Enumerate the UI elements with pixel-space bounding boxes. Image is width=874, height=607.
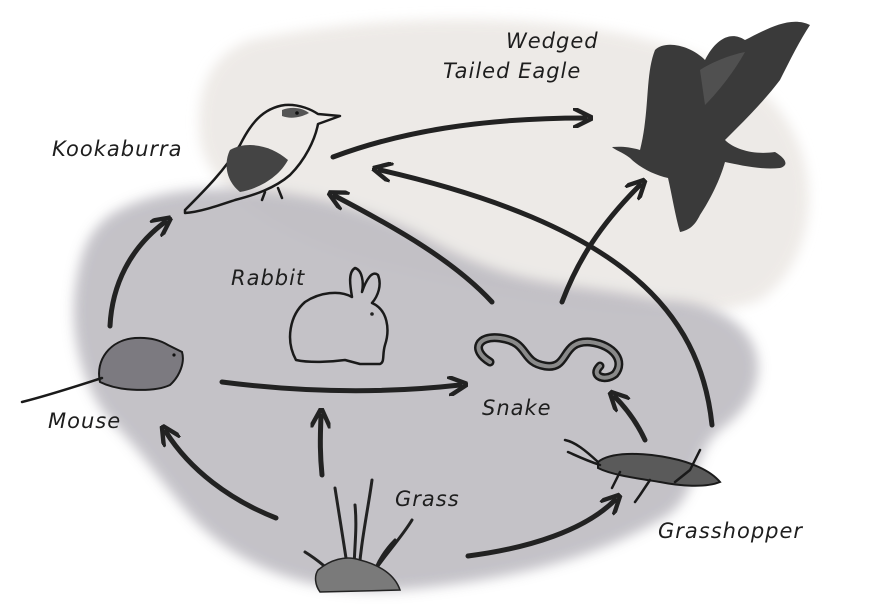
label-kookaburra: Kookaburra — [52, 137, 183, 161]
label-rabbit: Rabbit — [231, 266, 305, 290]
label-grass: Grass — [395, 487, 460, 511]
label-snake: Snake — [482, 396, 552, 420]
label-mouse: Mouse — [48, 409, 121, 433]
label-grasshopper: Grasshopper — [658, 519, 803, 543]
label-eagle-line2: Tailed Eagle — [443, 59, 581, 83]
label-eagle-line1: Wedged — [506, 29, 599, 53]
arrow-grass-to-rabbit — [320, 416, 322, 475]
